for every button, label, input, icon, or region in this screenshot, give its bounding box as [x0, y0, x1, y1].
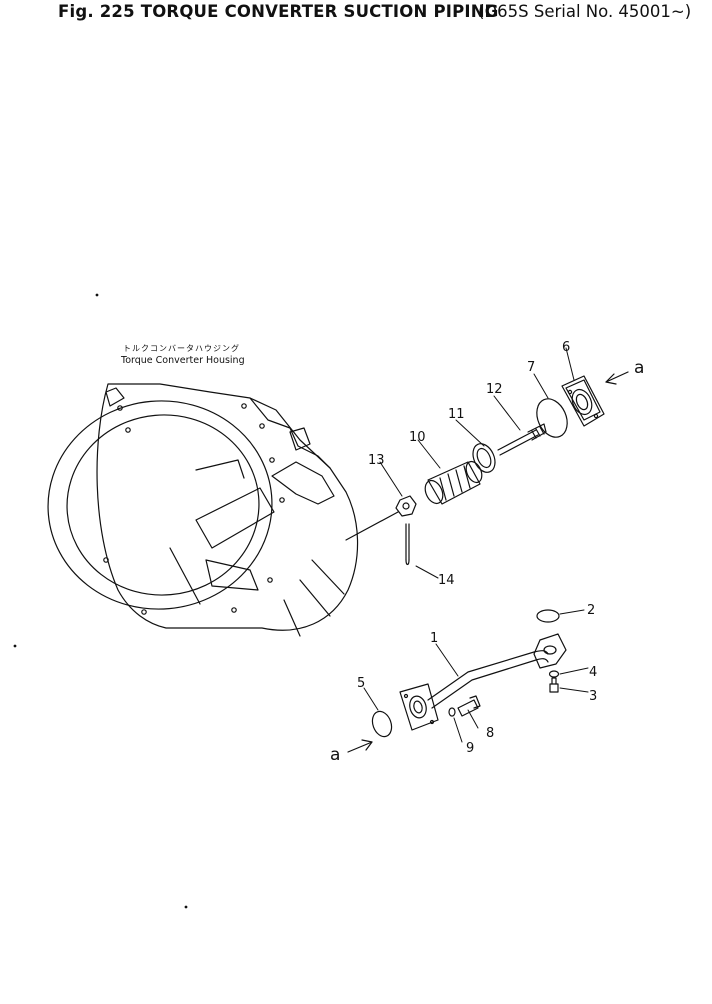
callout-8: 8: [486, 726, 494, 741]
callout-1: 1: [430, 631, 438, 646]
callout-11: 11: [448, 407, 465, 422]
housing-label-english: Torque Converter Housing: [121, 355, 245, 366]
callout-7: 7: [527, 360, 535, 375]
callout-12: 12: [486, 382, 503, 397]
view-arrows: [347, 371, 629, 753]
part-9-washer: [448, 707, 456, 717]
housing-label-japanese: トルクコンバータハウジング: [123, 344, 240, 353]
part-14-stud: [405, 523, 410, 566]
assembly-axis-line: [345, 511, 399, 541]
callout-13: 13: [368, 453, 385, 468]
callout-4: 4: [589, 665, 597, 680]
part-5-o-ring: [371, 710, 393, 738]
part-6-cover: [561, 375, 605, 427]
figure-title: Fig. 225 TORQUE CONVERTER SUCTION PIPING: [58, 2, 499, 21]
part-8-bolt: [457, 695, 481, 717]
view-mark-bottom: a: [330, 745, 340, 765]
callout-3: 3: [589, 689, 597, 704]
part-4-washer: [548, 670, 560, 678]
serial-note: (D65S Serial No. 45001~): [478, 2, 692, 21]
part-10-strainer: [424, 460, 483, 505]
callout-5: 5: [357, 676, 365, 691]
title-bar: Fig. 225 TORQUE CONVERTER SUCTION PIPING…: [0, 0, 712, 30]
part-1-suction-pipe: [399, 633, 567, 731]
leader-lines: [363, 347, 589, 743]
callout-numbers: 1 2 3 4 5 6 7 8 9 10 11 12 13 14: [357, 340, 597, 756]
callout-9: 9: [466, 741, 474, 756]
part-3-bolt: [549, 677, 559, 693]
part-2-o-ring: [536, 609, 560, 623]
callout-6: 6: [562, 340, 570, 355]
callout-10: 10: [409, 430, 426, 445]
torque-converter-housing: [47, 383, 359, 637]
part-13-nut: [395, 495, 417, 517]
part-11-ring: [472, 443, 496, 473]
callout-2: 2: [587, 603, 595, 618]
part-12-bolt: [497, 423, 547, 456]
callout-14: 14: [438, 573, 455, 588]
view-mark-top: a: [634, 358, 644, 378]
part-7-o-ring: [536, 398, 568, 438]
